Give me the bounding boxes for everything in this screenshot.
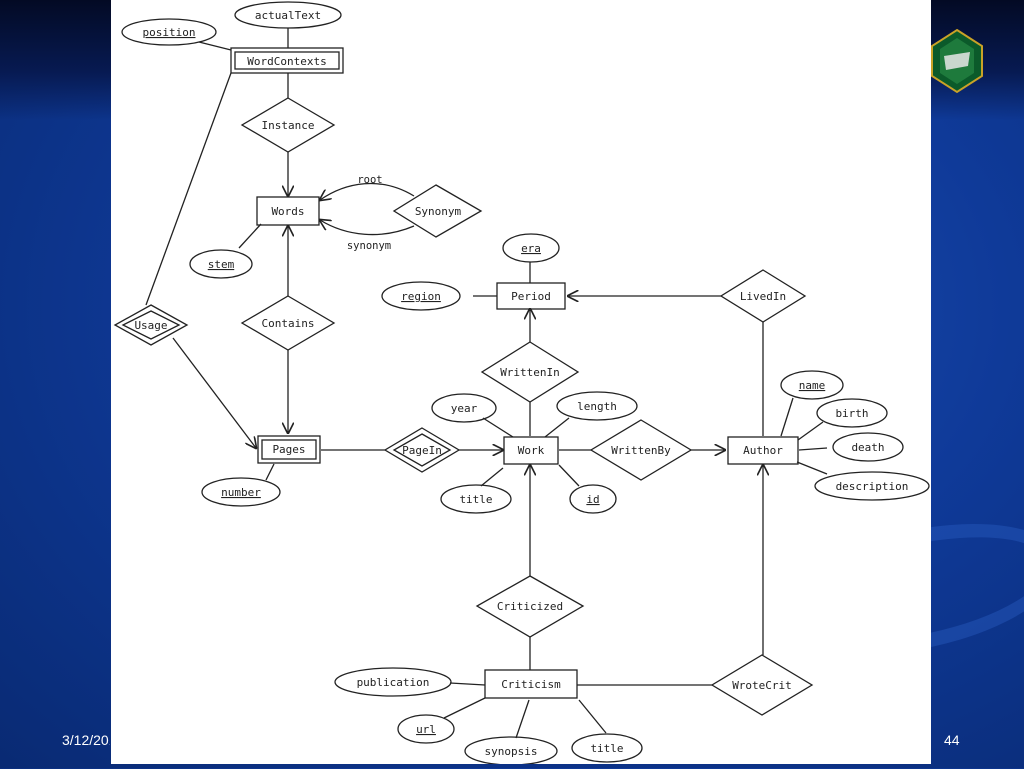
line-synopsis-criticism	[515, 699, 530, 739]
label-criticism-title: title	[590, 742, 623, 755]
label-wrotecrit: WroteCrit	[732, 679, 792, 692]
relationship-contains	[240, 295, 336, 351]
line-id-work	[558, 464, 580, 487]
entity-pages-inner	[261, 439, 317, 460]
entity-work	[503, 436, 559, 465]
entity-pages	[257, 435, 321, 464]
attribute-actualtext	[234, 1, 342, 29]
entity-criticism	[484, 669, 578, 699]
label-pages: Pages	[272, 443, 305, 456]
label-instance: Instance	[262, 119, 315, 132]
label-criticism: Criticism	[501, 678, 561, 691]
relationship-usage	[113, 304, 189, 346]
line-title-criticism	[578, 699, 607, 734]
label-contains: Contains	[262, 317, 315, 330]
label-words: Words	[271, 205, 304, 218]
line-stem-words	[238, 223, 262, 249]
label-wordcontexts: WordContexts	[247, 55, 326, 68]
label-number: number	[221, 486, 261, 499]
relationship-writtenin	[480, 341, 580, 403]
label-synonym: Synonym	[415, 205, 462, 218]
relationship-usage-inner	[121, 310, 181, 340]
role-label-root: root	[357, 174, 382, 186]
label-url: url	[416, 723, 436, 736]
attribute-birth	[816, 398, 888, 428]
line-year-work	[482, 417, 514, 438]
line-usage-wordcontexts	[145, 72, 232, 306]
slide-date: 3/12/2014	[62, 732, 110, 748]
attribute-publication	[334, 667, 452, 697]
relationship-pagein	[383, 427, 461, 473]
attribute-name	[780, 370, 844, 400]
label-stem: stem	[208, 258, 235, 271]
attribute-number	[201, 477, 281, 507]
label-publication: publication	[357, 676, 430, 689]
line-position-wordcontexts	[198, 41, 232, 51]
relationship-wrotecrit	[710, 654, 814, 716]
er-diagram-canvas: WordContexts Words Period Pages Work Aut…	[111, 0, 931, 766]
relationship-pagein-inner	[392, 433, 452, 467]
attribute-year	[431, 393, 497, 423]
slide-number: 44	[944, 732, 960, 748]
line-title-work	[480, 467, 504, 487]
line-death-author	[798, 447, 828, 451]
label-work-title: title	[459, 493, 492, 506]
relationship-writtenby	[589, 419, 693, 481]
line-synonym-synonym	[320, 220, 415, 236]
label-birth: birth	[835, 407, 868, 420]
line-synonym-root	[320, 182, 415, 200]
label-name: name	[799, 379, 826, 392]
label-position: position	[143, 26, 196, 39]
attribute-description	[814, 471, 930, 501]
relationship-criticized	[475, 575, 585, 638]
label-death: death	[851, 441, 884, 454]
relationship-livedin	[719, 269, 807, 323]
line-birth-author	[797, 421, 824, 441]
label-author: Author	[743, 444, 783, 457]
attribute-position	[121, 18, 217, 46]
attribute-region	[381, 281, 461, 311]
attribute-length	[556, 391, 638, 421]
role-label-synonym: synonym	[347, 240, 391, 252]
university-logo-icon	[931, 28, 983, 94]
line-description-author	[796, 461, 828, 475]
label-synopsis: synopsis	[485, 745, 538, 758]
entity-words	[256, 196, 320, 226]
label-actualtext: actualText	[255, 9, 321, 22]
label-work: Work	[518, 444, 545, 457]
label-writtenby: WrittenBy	[611, 444, 671, 457]
entity-wordcontexts-inner	[234, 51, 340, 70]
label-length: length	[577, 400, 617, 413]
line-number-pages	[265, 463, 275, 481]
entity-author	[727, 436, 799, 465]
attribute-criticism-title	[571, 733, 643, 763]
label-era: era	[521, 242, 541, 255]
label-year: year	[451, 402, 478, 415]
label-region: region	[401, 290, 441, 303]
line-url-criticism	[443, 697, 486, 719]
label-usage: Usage	[134, 319, 167, 332]
label-description: description	[836, 480, 909, 493]
label-livedin: LivedIn	[740, 290, 786, 303]
line-length-work	[544, 417, 570, 438]
label-period: Period	[511, 290, 551, 303]
label-id: id	[586, 493, 599, 506]
label-criticized: Criticized	[497, 600, 563, 613]
label-writtenin: WrittenIn	[500, 366, 560, 379]
er-diagram: WordContexts Words Period Pages Work Aut…	[113, 1, 930, 766]
line-publication-criticism	[449, 682, 486, 686]
entity-period	[496, 282, 566, 310]
attribute-stem	[189, 249, 253, 279]
label-pagein: PageIn	[402, 444, 442, 457]
attribute-work-title	[440, 484, 512, 514]
relationship-synonym	[392, 184, 483, 238]
attribute-id	[569, 484, 617, 514]
attribute-url	[397, 714, 455, 744]
line-usage-pages	[172, 337, 256, 448]
attribute-death	[832, 432, 904, 462]
relationship-instance	[240, 97, 336, 153]
attribute-era	[502, 233, 560, 263]
line-name-author	[780, 397, 794, 437]
entity-wordcontexts	[230, 47, 344, 74]
